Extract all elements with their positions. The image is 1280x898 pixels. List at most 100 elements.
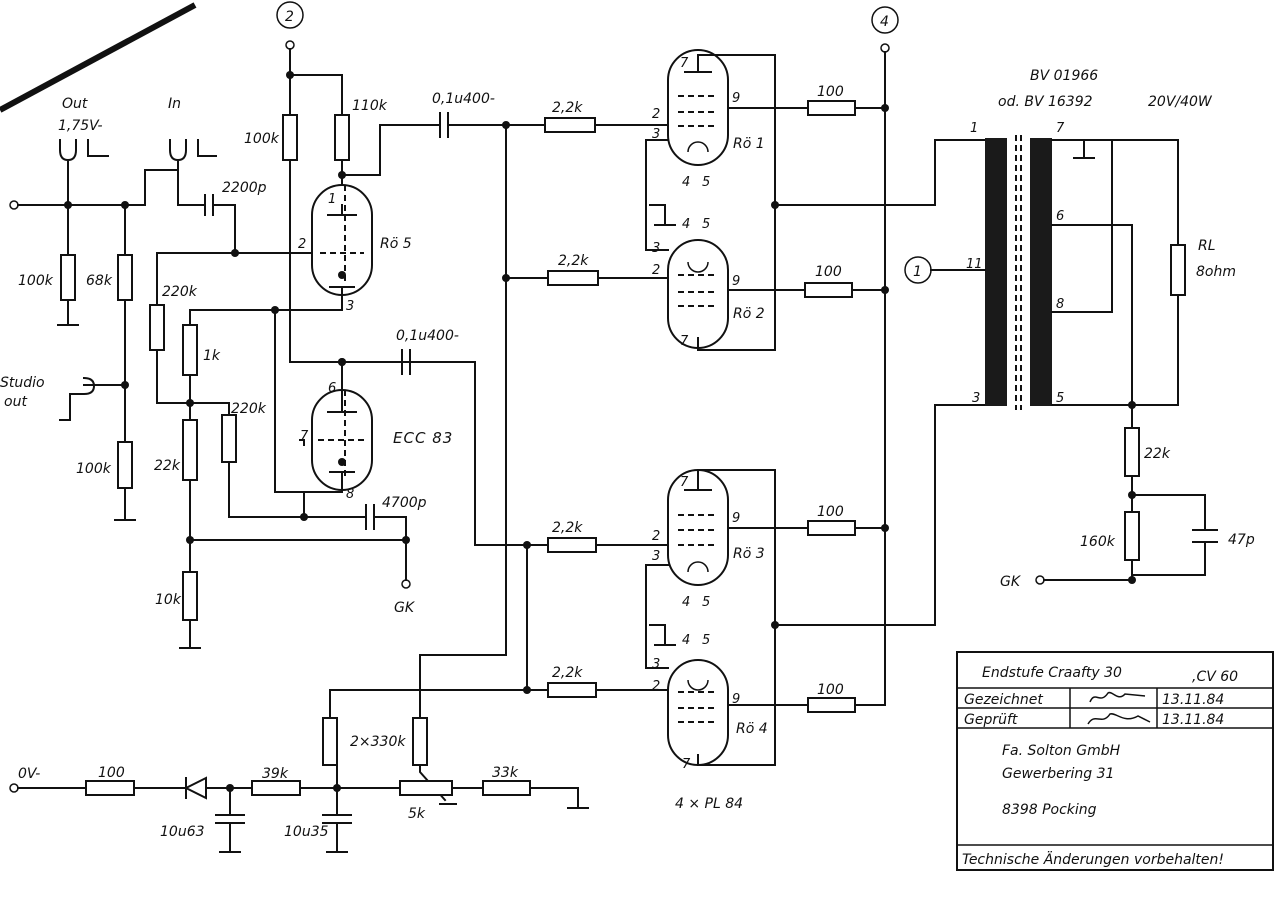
capacitor-4700p-label: 4700p — [382, 495, 427, 511]
ro4-pin7: 7 — [682, 757, 691, 772]
xfmr-pin5: 5 — [1056, 391, 1064, 406]
resistor-100k-plate-label: 100k — [244, 131, 280, 147]
ref-4-label: 4 — [880, 14, 889, 30]
ro4-pin3: 3 — [652, 657, 660, 672]
resistor-39k-label: 39k — [262, 766, 289, 782]
resistor-22k-label: 22k — [154, 458, 181, 474]
ro1-pin5: 5 — [702, 175, 710, 190]
bias-supply-label: 0V- — [18, 766, 40, 782]
load-resistor-rl — [1170, 244, 1186, 296]
ro5-pin1: 1 — [328, 192, 336, 207]
title-block: Endstufe Craafty 30 ,CV 60 Gezeichnet 13… — [956, 651, 1274, 871]
resistor-grid-2-label: 2,2k — [558, 253, 589, 269]
resistor-33k — [482, 780, 531, 796]
output-tube-type: 4 × PL 84 — [675, 796, 743, 812]
transformer-type-2: od. BV 16392 — [998, 94, 1093, 110]
resistor-100k-studio-label: 100k — [76, 461, 112, 477]
ref-2-label: 2 — [285, 9, 294, 25]
ro1-pin4: 4 — [682, 175, 690, 190]
resistor-22k — [182, 419, 198, 481]
resistor-33k-label: 33k — [492, 765, 519, 781]
resistor-2x330k-label: 2×330k — [350, 734, 406, 750]
ro4-pin4: 4 — [682, 633, 690, 648]
resistor-100-bias-label: 100 — [98, 765, 125, 781]
resistor-10k — [182, 571, 198, 621]
ro5-label: Rö 5 — [380, 236, 412, 252]
gk-right-label: GK — [1000, 574, 1022, 590]
resistor-220k-b-label: 220k — [231, 401, 267, 417]
studio-jack-symbol — [59, 376, 96, 421]
xfmr-pin3: 3 — [972, 391, 980, 406]
ref-2-marker — [276, 1, 304, 29]
signature-drawn — [1089, 691, 1146, 703]
out-level-label: 1,75V- — [58, 118, 103, 134]
ro3-label: Rö 3 — [733, 546, 765, 562]
resistor-110k-label: 110k — [352, 98, 388, 114]
company-street: Gewerbering 31 — [1002, 766, 1114, 782]
out-jack-symbol — [59, 139, 109, 206]
change-notice: Technische Änderungen vorbehalten! — [962, 850, 1224, 868]
out-jack-label: Out — [62, 96, 88, 112]
ro2-pin7: 7 — [680, 334, 689, 349]
signature-checked — [1087, 713, 1151, 725]
resistor-1k-label: 1k — [203, 348, 221, 364]
resistor-1k — [182, 324, 198, 376]
title-block-model: ,CV 60 — [1192, 669, 1238, 685]
load-resistor-rl-value: 8ohm — [1196, 264, 1236, 280]
studio-out-label: Studio — [0, 375, 45, 391]
tube-ro2 — [667, 239, 729, 349]
resistor-grid-1-label: 2,2k — [552, 100, 583, 116]
ro2-pin9: 9 — [732, 274, 740, 289]
capacitor-47p — [1192, 529, 1218, 543]
load-resistor-rl-label: RL — [1198, 238, 1216, 254]
ro1-pin7: 7 — [680, 56, 689, 71]
ro1-pin3: 3 — [652, 127, 660, 142]
xfmr-pin7: 7 — [1056, 121, 1065, 136]
company-name: Fa. Solton GmbH — [1002, 743, 1121, 759]
tube-ro5 — [311, 184, 373, 296]
ro3-pin4: 4 — [682, 595, 690, 610]
capacitor-4700p — [365, 504, 375, 530]
output-transformer: BV 01966 od. BV 16392 20V/40W 1 11 3 7 6… — [904, 68, 1255, 590]
resistor-220k-b — [221, 414, 237, 463]
tube-ro4 — [667, 659, 729, 766]
ro2-pin4: 4 — [682, 217, 690, 232]
drawn-label: Gezeichnet — [964, 692, 1043, 708]
resistor-2x330k-b — [412, 717, 428, 766]
coupling-capacitor-1-label: 0,1u400- — [432, 91, 495, 107]
tube-ro3 — [667, 469, 729, 586]
xfmr-pin8: 8 — [1056, 297, 1064, 312]
resistor-screen-2 — [804, 282, 853, 298]
resistor-grid-3-label: 2,2k — [552, 520, 583, 536]
ro5-pin2: 2 — [298, 237, 306, 252]
ecc83-pin8: 8 — [346, 487, 354, 502]
studio-out-sublabel: out — [4, 394, 27, 410]
ref-1-label: 1 — [913, 264, 922, 280]
ro4-pin5: 5 — [702, 633, 710, 648]
transformer-type-1: BV 01966 — [1030, 68, 1098, 84]
ro2-pin3: 3 — [652, 241, 660, 256]
ecc83-label: ECC 83 — [393, 429, 453, 447]
resistor-68k — [117, 254, 133, 301]
checked-date: 13.11.84 — [1162, 712, 1224, 728]
resistor-100-bias — [85, 780, 135, 796]
input-terminal — [9, 200, 19, 210]
gk-left-label: GK — [394, 600, 416, 616]
capacitor-10u35-label: 10u35 — [284, 824, 329, 840]
xfmr-pin1: 1 — [970, 121, 978, 136]
resistor-2x330k-a — [322, 717, 338, 766]
potentiometer-5k — [399, 780, 453, 796]
resistor-39k — [251, 780, 301, 796]
in-jack-symbol — [169, 139, 217, 206]
resistor-110k — [334, 114, 350, 161]
resistor-screen-2-label: 100 — [815, 264, 842, 280]
ro2-pin5: 5 — [702, 217, 710, 232]
input-section: Out 1,75V- In 100k 68k 100k Studio out 2… — [0, 96, 267, 521]
output-section: 2,2k 100 7 2 3 9 4 5 Rö 1 2,2k 100 4 5 3… — [329, 6, 986, 812]
corner-mark — [0, 2, 197, 113]
transformer-power: 20V/40W — [1148, 94, 1213, 110]
diode — [183, 776, 207, 800]
ro3-pin3: 3 — [652, 549, 660, 564]
resistor-feedback-22k — [1124, 427, 1140, 477]
resistor-220k-a-label: 220k — [162, 284, 198, 300]
